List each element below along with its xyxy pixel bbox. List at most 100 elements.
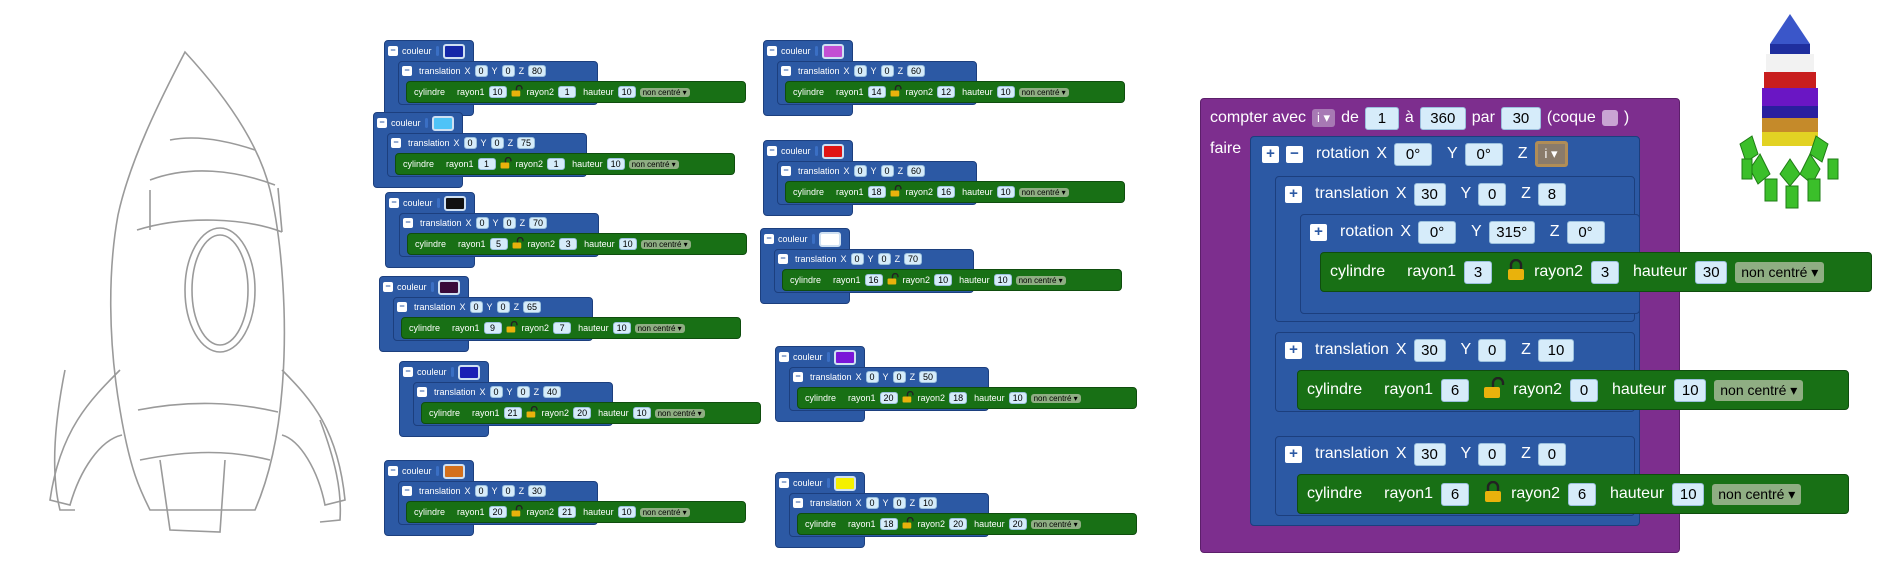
collapse-icon[interactable]: − [383, 282, 393, 292]
translation-z-field[interactable]: 60 [907, 65, 926, 77]
translation-x-field[interactable]: 0 [463, 137, 477, 149]
hauteur-field[interactable]: 10 [996, 86, 1015, 98]
translation-z-field[interactable]: 70 [904, 253, 923, 265]
rayon2-field[interactable]: 1 [547, 158, 566, 170]
unlock-icon[interactable] [902, 390, 914, 405]
unlock-icon[interactable] [890, 84, 902, 99]
center-mode-dropdown[interactable]: non centré ▾ [654, 408, 705, 418]
color-swatch[interactable] [833, 349, 856, 365]
hauteur-field[interactable]: 10 [993, 274, 1012, 286]
translation-x-field[interactable]: 30 [1413, 182, 1446, 206]
rayon2-field[interactable]: 20 [573, 407, 592, 419]
translation-x-field[interactable]: 0 [853, 165, 867, 177]
translation-z-field[interactable]: 50 [919, 371, 938, 383]
rotation-y-field[interactable]: 0° [1464, 142, 1503, 166]
rayon2-field[interactable]: 7 [553, 322, 572, 334]
rayon1-field[interactable]: 6 [1441, 378, 1470, 402]
collapse-icon[interactable]: − [793, 498, 803, 508]
translation-z-field[interactable]: 0 [1537, 442, 1566, 466]
rayon2-field[interactable]: 6 [1567, 482, 1596, 506]
center-mode-dropdown[interactable]: non centré ▾ [634, 323, 685, 333]
rayon1-field[interactable]: 10 [488, 86, 507, 98]
rayon1-field[interactable]: 20 [488, 506, 507, 518]
center-mode-dropdown[interactable]: non centré ▾ [1015, 275, 1066, 285]
collapse-icon[interactable]: − [778, 254, 788, 264]
color-swatch[interactable] [442, 463, 465, 479]
color-swatch[interactable] [821, 143, 844, 159]
hauteur-field[interactable]: 10 [618, 238, 637, 250]
rayon1-field[interactable]: 20 [879, 392, 898, 404]
expand-icon[interactable]: + [1310, 223, 1327, 241]
center-mode-dropdown[interactable]: non centré ▾ [1735, 261, 1825, 283]
translation-x-field[interactable]: 0 [865, 371, 879, 383]
translation-z-field[interactable]: 40 [543, 386, 562, 398]
unlock-icon[interactable] [512, 236, 524, 251]
unlock-icon[interactable] [500, 156, 512, 171]
hauteur-field[interactable]: 10 [612, 322, 631, 334]
translation-y-field[interactable]: 0 [880, 165, 894, 177]
collapse-icon[interactable]: − [388, 46, 398, 56]
collapse-icon[interactable]: − [377, 118, 387, 128]
translation-x-field[interactable]: 0 [474, 485, 488, 497]
translation-z-field[interactable]: 10 [919, 497, 938, 509]
rayon1-field[interactable]: 5 [489, 238, 508, 250]
rayon2-field[interactable]: 3 [559, 238, 578, 250]
center-mode-dropdown[interactable]: non centré ▾ [639, 87, 690, 97]
hauteur-field[interactable]: 10 [606, 158, 625, 170]
rayon1-field[interactable]: 1 [477, 158, 496, 170]
collapse-icon[interactable]: − [397, 302, 407, 312]
collapse-icon[interactable]: − [388, 466, 398, 476]
translation-x-field[interactable]: 0 [469, 301, 483, 313]
collapse-icon[interactable]: − [779, 352, 789, 362]
lock-icon[interactable] [1506, 258, 1526, 286]
translation-y-field[interactable]: 0 [1478, 182, 1507, 206]
loop-var-dropdown[interactable]: i ▾ [1312, 109, 1336, 127]
translation-x-field[interactable]: 30 [1413, 442, 1446, 466]
hauteur-field[interactable]: 10 [996, 186, 1015, 198]
translation-y-field[interactable]: 0 [516, 386, 530, 398]
collapse-icon[interactable]: − [767, 146, 777, 156]
expand-icon[interactable]: + [1262, 145, 1279, 163]
collapse-icon[interactable]: − [402, 66, 412, 76]
rayon2-field[interactable]: 18 [949, 392, 968, 404]
coque-checkbox[interactable] [1601, 110, 1618, 126]
color-swatch[interactable] [437, 279, 460, 295]
translation-y-field[interactable]: 0 [877, 253, 891, 265]
center-mode-dropdown[interactable]: non centré ▾ [1030, 393, 1081, 403]
translation-z-field[interactable]: 10 [1537, 338, 1574, 362]
rotation-x-field[interactable]: 0° [1418, 220, 1457, 244]
collapse-icon[interactable]: − [767, 46, 777, 56]
hauteur-field[interactable]: 10 [1672, 482, 1705, 506]
rayon1-field[interactable]: 6 [1441, 482, 1470, 506]
rayon2-field[interactable]: 10 [934, 274, 953, 286]
rayon2-field[interactable]: 12 [937, 86, 956, 98]
collapse-icon[interactable]: − [389, 198, 399, 208]
center-mode-dropdown[interactable]: non centré ▾ [1714, 379, 1804, 401]
unlock-icon[interactable] [526, 405, 538, 420]
loop-from-field[interactable]: 1 [1364, 106, 1399, 130]
translation-y-field[interactable]: 0 [501, 65, 515, 77]
rotation-y-field[interactable]: 315° [1488, 220, 1535, 244]
translation-y-field[interactable]: 0 [501, 485, 515, 497]
collapse-icon[interactable]: − [1286, 145, 1303, 163]
loop-step-field[interactable]: 30 [1500, 106, 1541, 130]
center-mode-dropdown[interactable]: non centré ▾ [640, 239, 691, 249]
color-swatch[interactable] [457, 364, 480, 380]
translation-x-field[interactable]: 0 [475, 217, 489, 229]
translation-z-field[interactable]: 8 [1537, 182, 1566, 206]
rotation-z-field[interactable]: 0° [1566, 220, 1605, 244]
color-swatch[interactable] [821, 43, 844, 59]
center-mode-dropdown[interactable]: non centré ▾ [639, 507, 690, 517]
collapse-icon[interactable]: − [403, 367, 413, 377]
center-mode-dropdown[interactable]: non centré ▾ [628, 159, 679, 169]
collapse-icon[interactable]: − [781, 166, 791, 176]
center-mode-dropdown[interactable]: non centré ▾ [1030, 519, 1081, 529]
color-swatch[interactable] [431, 115, 454, 131]
hauteur-field[interactable]: 10 [632, 407, 651, 419]
rayon2-field[interactable]: 20 [949, 518, 968, 530]
center-mode-dropdown[interactable]: non centré ▾ [1712, 483, 1802, 505]
translation-z-field[interactable]: 30 [528, 485, 547, 497]
collapse-icon[interactable]: − [403, 218, 413, 228]
collapse-icon[interactable]: − [793, 372, 803, 382]
collapse-icon[interactable]: − [781, 66, 791, 76]
